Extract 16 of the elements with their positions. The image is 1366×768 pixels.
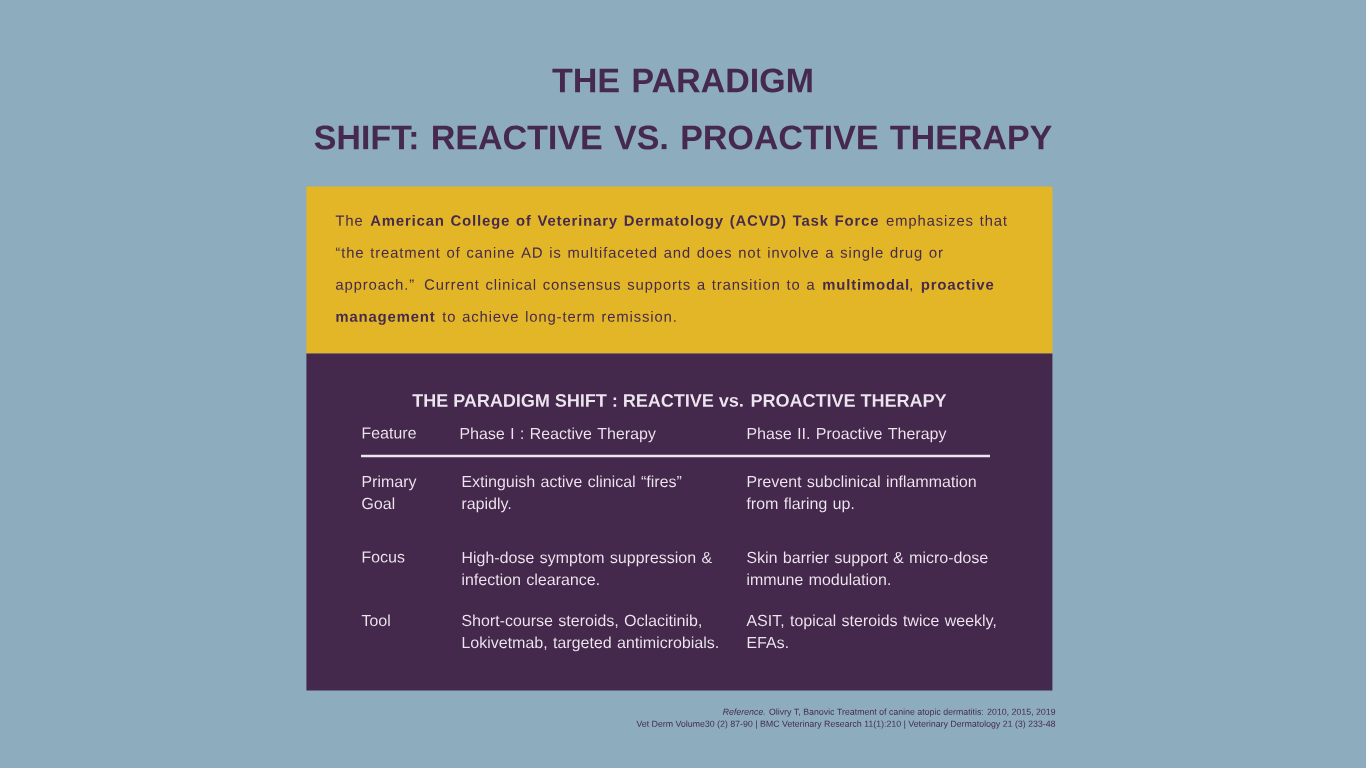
table-text: Short-course steroids, Oclacitinib, Lokivetmab, targeted antimicrobials.: [462, 614, 718, 652]
table-header: Phase II. Proactive Therapy: [747, 427, 947, 443]
table-text: High-dose symptom suppression & infection clearance.: [462, 551, 712, 586]
reference-text: Vet Derm Volume30 (2) 87-90 | BMC Veterinary Research 11(1):210 | Veterinary Dermatology 21 (3) 233-48: [636, 720, 1056, 729]
text-panel: The American College of Veterinary Dermatology (ACVD) Task Force emphasizes that “the treatment of canine AD is multifaceted and does not involve a single drug or approach.” Current clinical consensus supports a transition to a multimodal, proactive management to achieve long-term remission.: [306, 186, 1053, 354]
table-text: Prevent subclinical inflammation from flaring up.: [746, 475, 976, 513]
table-header: Feature: [362, 427, 416, 439]
row-heading: Primary Goal: [362, 475, 417, 510]
row-heading: Focus: [362, 551, 405, 563]
row-heading: Tool: [361, 614, 390, 627]
table-text: Skin barrier support & micro-dose immune modulation.: [747, 551, 988, 586]
table-text: ASIT, topical steroids twice weekly, EFAs.: [746, 614, 996, 649]
table-text: Extinguish active clinical “fires” rapidly.: [462, 475, 682, 513]
title: THE PARADIGM SHIFT: REACTIVE VS. PROACTIVE THERAPY: [314, 68, 1052, 150]
reference-text: Reference. Olivry T, Banovic Treatment of canine atopic dermatitis: 2010, 2015, 2019: [722, 708, 1056, 717]
table-header: Phase I : Reactive Therapy: [460, 427, 656, 443]
